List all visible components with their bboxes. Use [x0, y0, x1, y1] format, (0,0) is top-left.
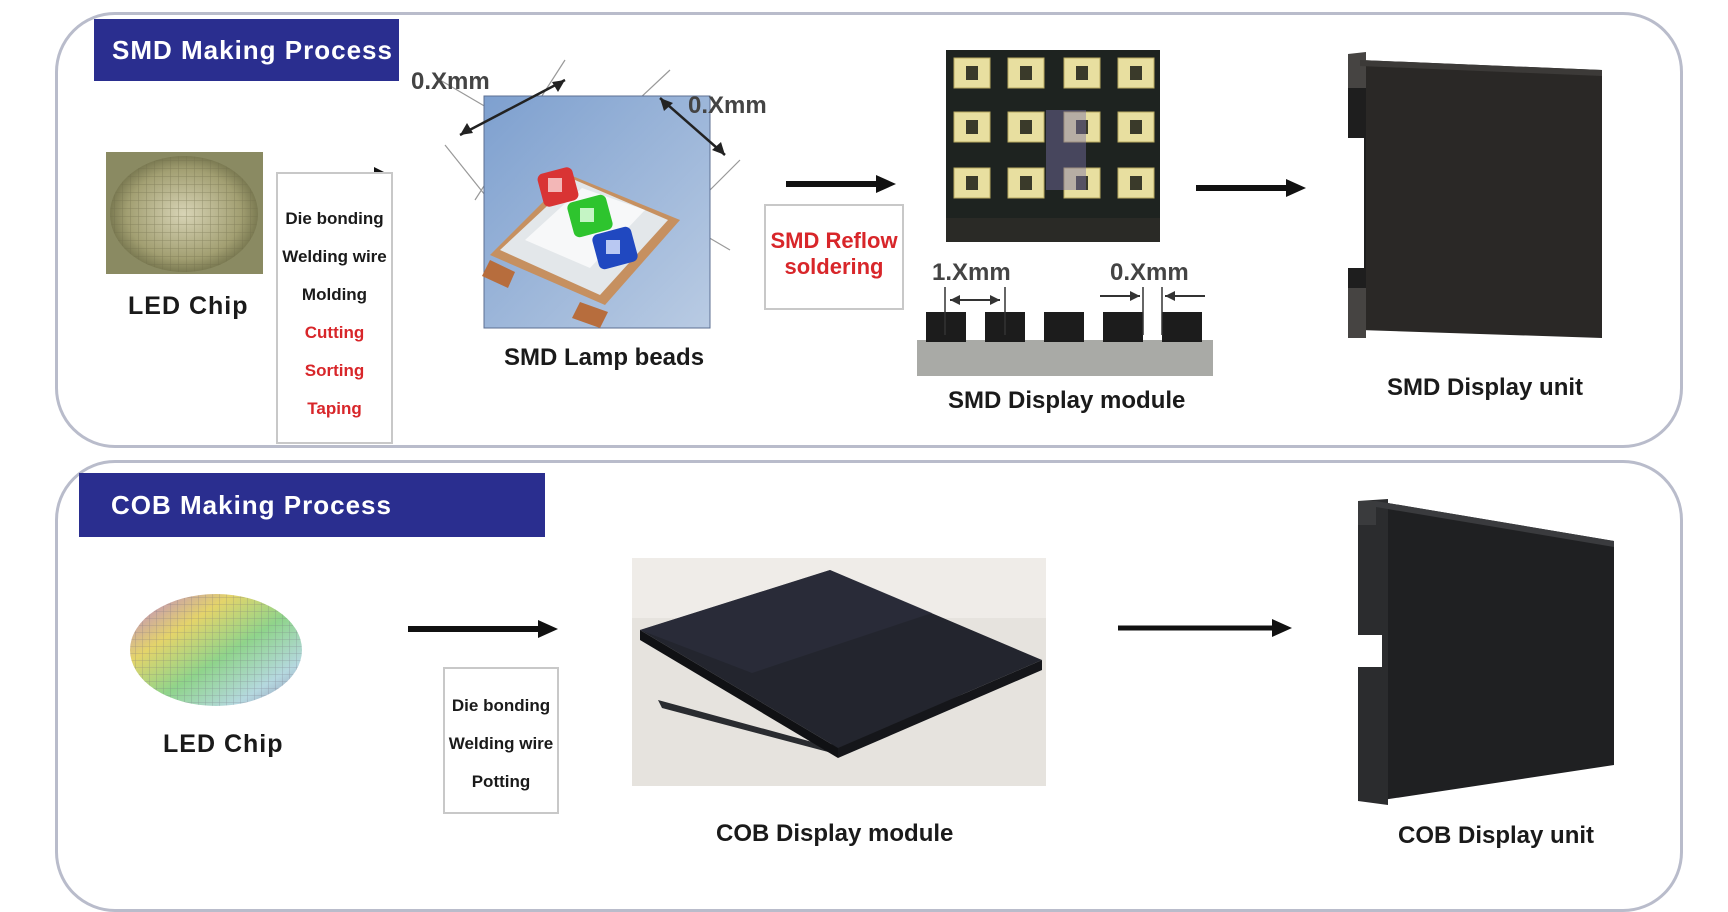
smd-module-cross-section: [910, 255, 1220, 380]
smd-step-2: Welding wire: [282, 247, 387, 266]
smd-module-dim-pitch: 1.Xmm: [932, 259, 1011, 286]
smd-dim-left: 0.Xmm: [411, 68, 490, 95]
cob-led-chip-image: [128, 590, 304, 710]
cob-title: COB Making Process: [79, 473, 545, 537]
smd-module-label: SMD Display module: [948, 387, 1186, 414]
smd-led-chip-label: LED Chip: [128, 292, 249, 320]
smd-module-image: [946, 50, 1160, 242]
cob-step-1: Die bonding: [451, 696, 551, 715]
smd-step-4: Cutting: [304, 323, 365, 342]
smd-title: SMD Making Process: [94, 19, 399, 81]
smd-step-6: Taping: [307, 399, 362, 418]
cob-display-unit-label: COB Display unit: [1398, 822, 1595, 849]
smd-display-unit-image: [1340, 48, 1616, 338]
smd-dim-right: 0.Xmm: [688, 92, 767, 119]
cob-step-2: Welding wire: [448, 734, 554, 753]
cob-arrow-2: [1118, 616, 1294, 640]
smd-lamp-beads-label: SMD Lamp beads: [504, 344, 705, 371]
cob-module-image: [632, 558, 1046, 786]
smd-reflow-line1: SMD Reflow: [770, 228, 898, 253]
cob-led-chip-label: LED Chip: [163, 730, 284, 758]
cob-module-label: COB Display module: [716, 820, 954, 847]
smd-arrow-2: [786, 172, 898, 196]
smd-arrow-3: [1196, 176, 1308, 200]
cob-display-unit-image: [1346, 495, 1626, 807]
smd-reflow-line2: soldering: [784, 254, 884, 279]
cob-step-3: Potting: [471, 772, 531, 791]
cob-steps-box: Die bonding Welding wire Potting: [443, 667, 559, 814]
smd-module-dim-gap: 0.Xmm: [1110, 259, 1189, 286]
smd-led-chip-image: [106, 152, 263, 274]
smd-display-unit-label: SMD Display unit: [1387, 374, 1584, 401]
smd-steps-box: Die bonding Welding wire Molding Cutting…: [276, 172, 393, 444]
smd-reflow-box: SMD Reflow soldering: [764, 204, 904, 310]
smd-step-5: Sorting: [304, 361, 365, 380]
smd-step-3: Molding: [301, 285, 368, 304]
smd-step-1: Die bonding: [285, 209, 384, 228]
cob-arrow-1: [408, 617, 560, 641]
smd-lamp-bead-image: [430, 50, 760, 335]
